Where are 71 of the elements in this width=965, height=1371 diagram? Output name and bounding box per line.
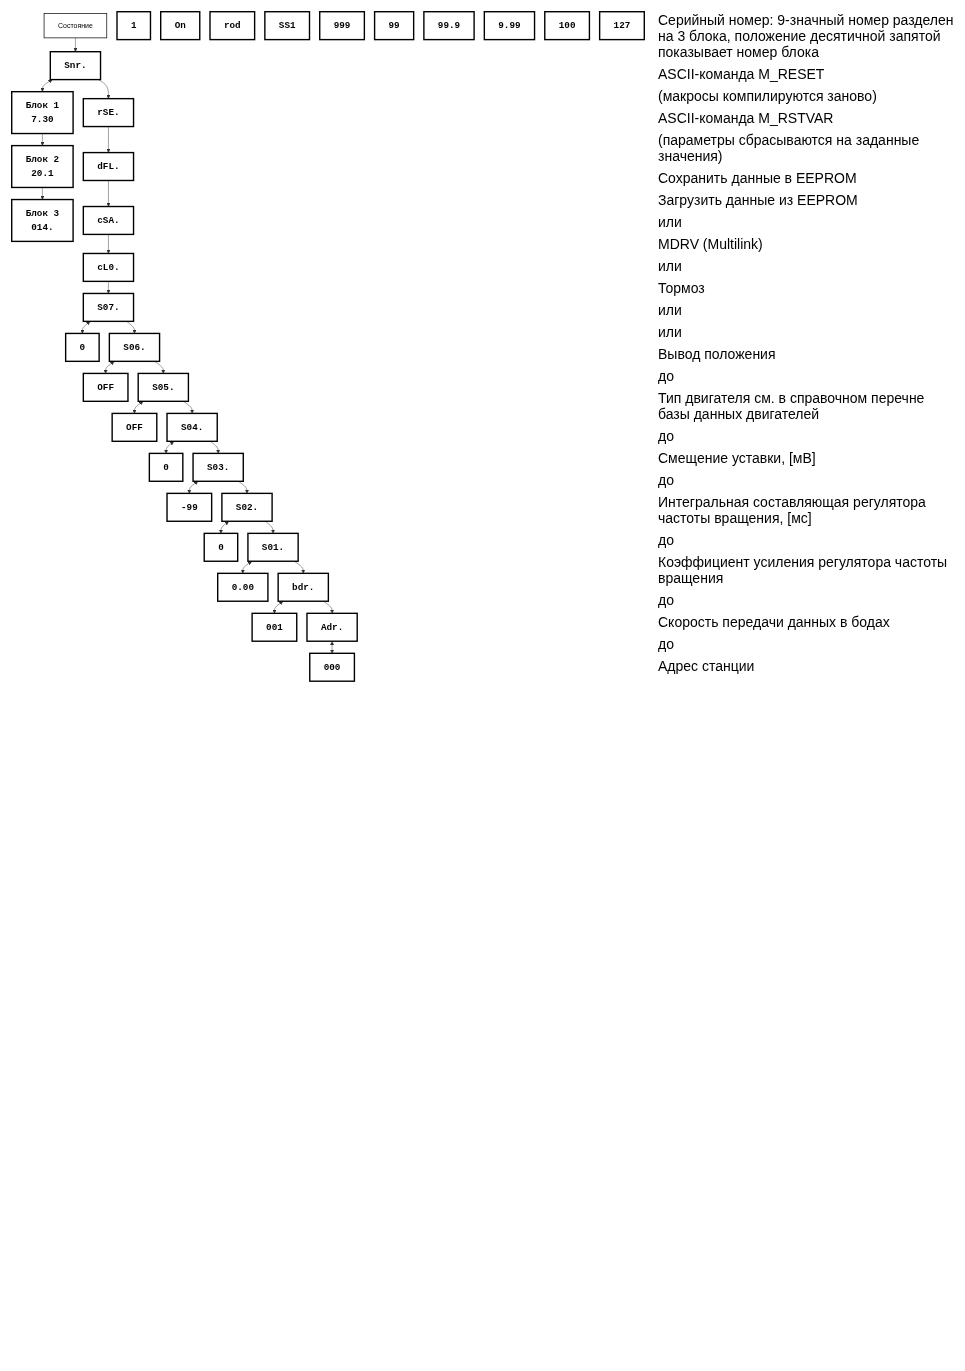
arrow bbox=[240, 561, 252, 574]
note-text: Адрес станции bbox=[658, 658, 756, 674]
note-text: Тип двигателя см. в справочном перечне базы данных двигателей bbox=[658, 390, 926, 422]
node-box: SS1 bbox=[264, 11, 311, 41]
node-box: 0 bbox=[148, 452, 184, 482]
node-box: 999 bbox=[319, 11, 366, 41]
node-box: 0 bbox=[64, 332, 100, 363]
node-box: OFF bbox=[111, 412, 158, 442]
node-box: S03. bbox=[192, 452, 244, 482]
node-box: cSA. bbox=[82, 205, 135, 236]
note-text: Загрузить данные из EEPROM bbox=[658, 192, 859, 208]
node-box: 1 bbox=[116, 11, 152, 41]
node-box: S01. bbox=[247, 532, 299, 562]
note-text: до bbox=[658, 636, 675, 652]
note-text: или bbox=[658, 258, 683, 274]
note-text: до bbox=[658, 368, 675, 384]
arrow bbox=[40, 79, 53, 92]
node-box: rod bbox=[209, 11, 256, 41]
node-box: On bbox=[160, 11, 201, 41]
node-box: 100 bbox=[544, 11, 591, 41]
note-text: (параметры сбрасываются на заданные значения) bbox=[658, 132, 921, 164]
arrow bbox=[80, 321, 91, 334]
note-text: или bbox=[658, 214, 683, 230]
node-box: S02. bbox=[221, 492, 273, 522]
note-text: или bbox=[658, 324, 683, 340]
node-box: 0.00 bbox=[217, 572, 269, 602]
node-box: 0 bbox=[203, 532, 239, 562]
note-text: MDRV (Multilink) bbox=[658, 236, 764, 252]
node-box: S04. bbox=[166, 412, 218, 442]
note-text: до bbox=[658, 592, 675, 608]
note-text: (макросы компилируются заново) bbox=[658, 88, 878, 104]
node-box: Adr. bbox=[306, 612, 358, 642]
note-text: Сохранить данные в EEPROM bbox=[658, 170, 858, 186]
note-text: Вывод положения bbox=[658, 346, 777, 362]
node-box: 001 bbox=[251, 612, 298, 642]
node-box: bdr. bbox=[277, 572, 330, 602]
node-box: 127 bbox=[598, 11, 645, 41]
node-box: 9.99 bbox=[483, 11, 536, 41]
node-box: dFL. bbox=[82, 151, 135, 182]
node-box: -99 bbox=[166, 492, 213, 522]
note-text: до bbox=[658, 428, 675, 444]
arrow bbox=[164, 441, 174, 454]
note-text: Скорость передачи данных в бодах bbox=[658, 614, 891, 630]
arrow bbox=[218, 521, 229, 534]
node-box: Блок 3 014. bbox=[11, 198, 74, 243]
note-text: Интегральная составляющая регулятора частоты вращения, [мс] bbox=[658, 494, 927, 526]
node-box: OFF bbox=[82, 372, 129, 402]
note-text: Коэффициент усиления регулятора частоты вращения bbox=[658, 554, 949, 586]
arrow bbox=[330, 641, 335, 654]
note-text: ASCII-команда M_RSTVAR bbox=[658, 110, 835, 126]
node-box: 99 bbox=[373, 11, 415, 41]
note-text: до bbox=[658, 472, 675, 488]
note-text: ASCII-команда M_RESET bbox=[658, 66, 826, 82]
node-box: S05. bbox=[137, 372, 190, 402]
node-box: Блок 2 20.1 bbox=[11, 144, 74, 189]
node-box: S07. bbox=[82, 292, 135, 323]
note-text: Серийный номер: 9-значный номер разделен на 3 блока, положение десятичной запятой показывает номер блока bbox=[658, 12, 955, 60]
node-box: Snr. bbox=[49, 51, 102, 81]
node-box: 99.9 bbox=[423, 11, 475, 41]
node-box: cL0. bbox=[82, 252, 135, 283]
node-box: 000 bbox=[309, 652, 356, 682]
node-box: Блок 1 7.30 bbox=[11, 91, 74, 135]
arrow bbox=[103, 361, 115, 374]
arrow bbox=[187, 481, 199, 494]
note-text: Смещение уставки, [мВ] bbox=[658, 450, 817, 466]
note-text: Тормоз bbox=[658, 280, 706, 296]
node-box: rSE. bbox=[82, 97, 135, 128]
note-text: или bbox=[658, 302, 683, 318]
note-text: до bbox=[658, 532, 675, 548]
node-box: S06. bbox=[108, 332, 161, 363]
arrow bbox=[132, 401, 144, 414]
